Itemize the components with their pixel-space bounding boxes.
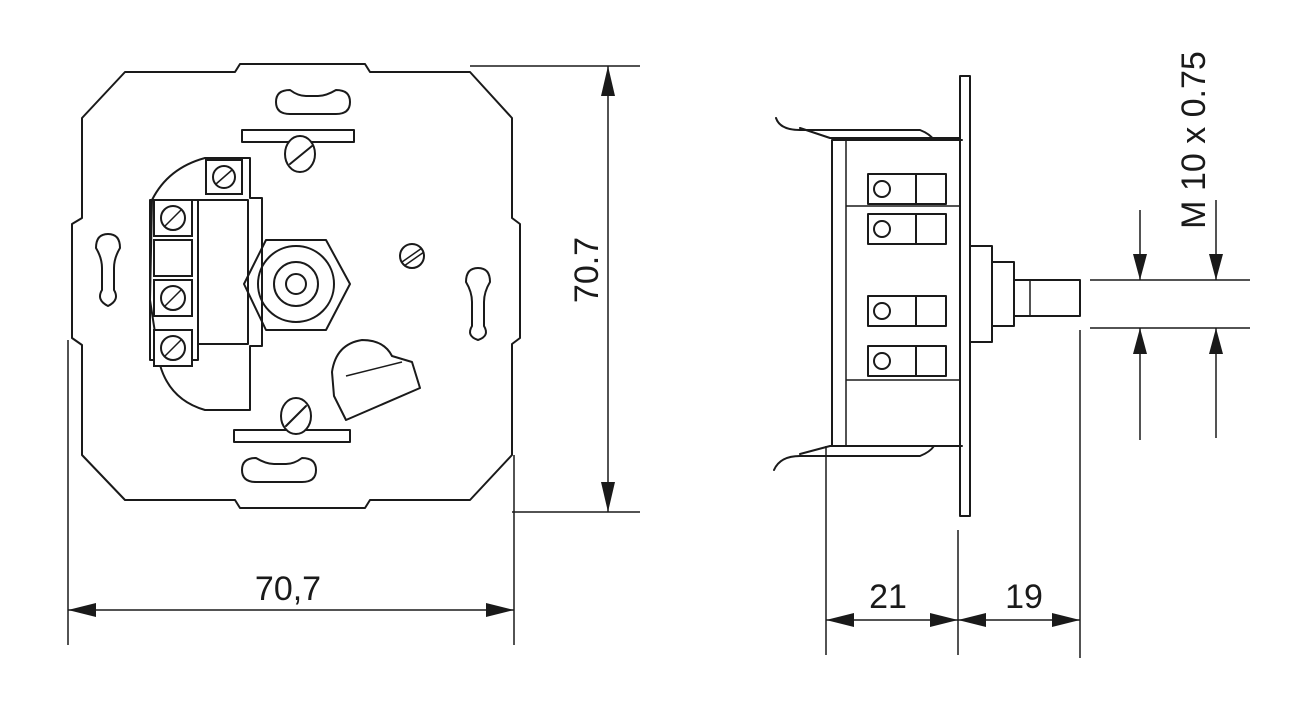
depth-arrow-mid-left-icon bbox=[930, 613, 958, 627]
claw-bottom-inner bbox=[799, 445, 961, 455]
nut-washer bbox=[257, 245, 335, 323]
height-arrow-top-icon bbox=[601, 66, 615, 96]
height-arrow-bottom-icon bbox=[601, 482, 615, 512]
terminal-screw-5-icon bbox=[160, 335, 186, 361]
terminal-screw-1-icon bbox=[212, 165, 236, 189]
side-terminal-1 bbox=[867, 173, 917, 205]
depth-arrow-mid-right-icon bbox=[958, 613, 986, 627]
side-view: M 10 x 0.75 21 19 bbox=[773, 51, 1250, 658]
shaft-dimension-label: 19 bbox=[1005, 578, 1043, 616]
side-housing bbox=[831, 139, 961, 447]
side-terminal-2 bbox=[867, 213, 917, 245]
side-terminals bbox=[867, 173, 947, 377]
keyhole-slot-right bbox=[465, 267, 491, 341]
adjustment-screw bbox=[399, 243, 425, 269]
keyhole-slot-left bbox=[95, 233, 121, 307]
side-front-plate bbox=[959, 75, 971, 517]
side-bushing bbox=[969, 245, 993, 343]
terminal-3 bbox=[153, 239, 193, 277]
depth-arrow-right-icon bbox=[1052, 613, 1080, 627]
thread-arrow-1-icon bbox=[1133, 254, 1147, 280]
depth-arrow-left-icon bbox=[826, 613, 854, 627]
width-arrow-right-icon bbox=[486, 603, 514, 617]
width-dimension-label: 70,7 bbox=[255, 570, 321, 608]
thread-arrow-2-icon bbox=[1133, 328, 1147, 354]
terminal-block-housing bbox=[149, 157, 263, 411]
side-nut bbox=[991, 261, 1015, 327]
screw-slot-bottom bbox=[285, 405, 307, 427]
thread-dimension-label: M 10 x 0.75 bbox=[1175, 51, 1213, 229]
keyhole-slot-bottom bbox=[241, 457, 317, 483]
claw-bottom bbox=[773, 445, 963, 471]
mounting-plate-outline bbox=[71, 63, 521, 509]
hex-nut bbox=[243, 239, 351, 331]
terminal-screw-2-icon bbox=[160, 205, 186, 231]
shaft-bore bbox=[285, 273, 307, 295]
claw-top-inner bbox=[799, 127, 961, 139]
terminal-screws bbox=[153, 159, 243, 367]
keyhole-slot-top bbox=[275, 89, 351, 115]
height-dimension-label: 70.7 bbox=[568, 237, 606, 303]
thread-arrow-3-icon bbox=[1209, 254, 1223, 280]
screw-slot-top bbox=[289, 145, 313, 165]
terminal-bar bbox=[197, 199, 249, 345]
side-terminal-4 bbox=[867, 345, 917, 377]
terminal-screw-4-icon bbox=[160, 285, 186, 311]
side-shaft bbox=[1013, 279, 1081, 317]
cable-clamp bbox=[331, 339, 421, 421]
depth-dimension-label: 21 bbox=[869, 578, 907, 616]
thread-arrow-4-icon bbox=[1209, 328, 1223, 354]
side-terminal-3 bbox=[867, 295, 917, 327]
front-view: 70,7 70.7 bbox=[67, 63, 640, 645]
width-arrow-left-icon bbox=[68, 603, 96, 617]
fixing-screw-top bbox=[284, 135, 316, 173]
shaft-outer bbox=[273, 261, 319, 307]
